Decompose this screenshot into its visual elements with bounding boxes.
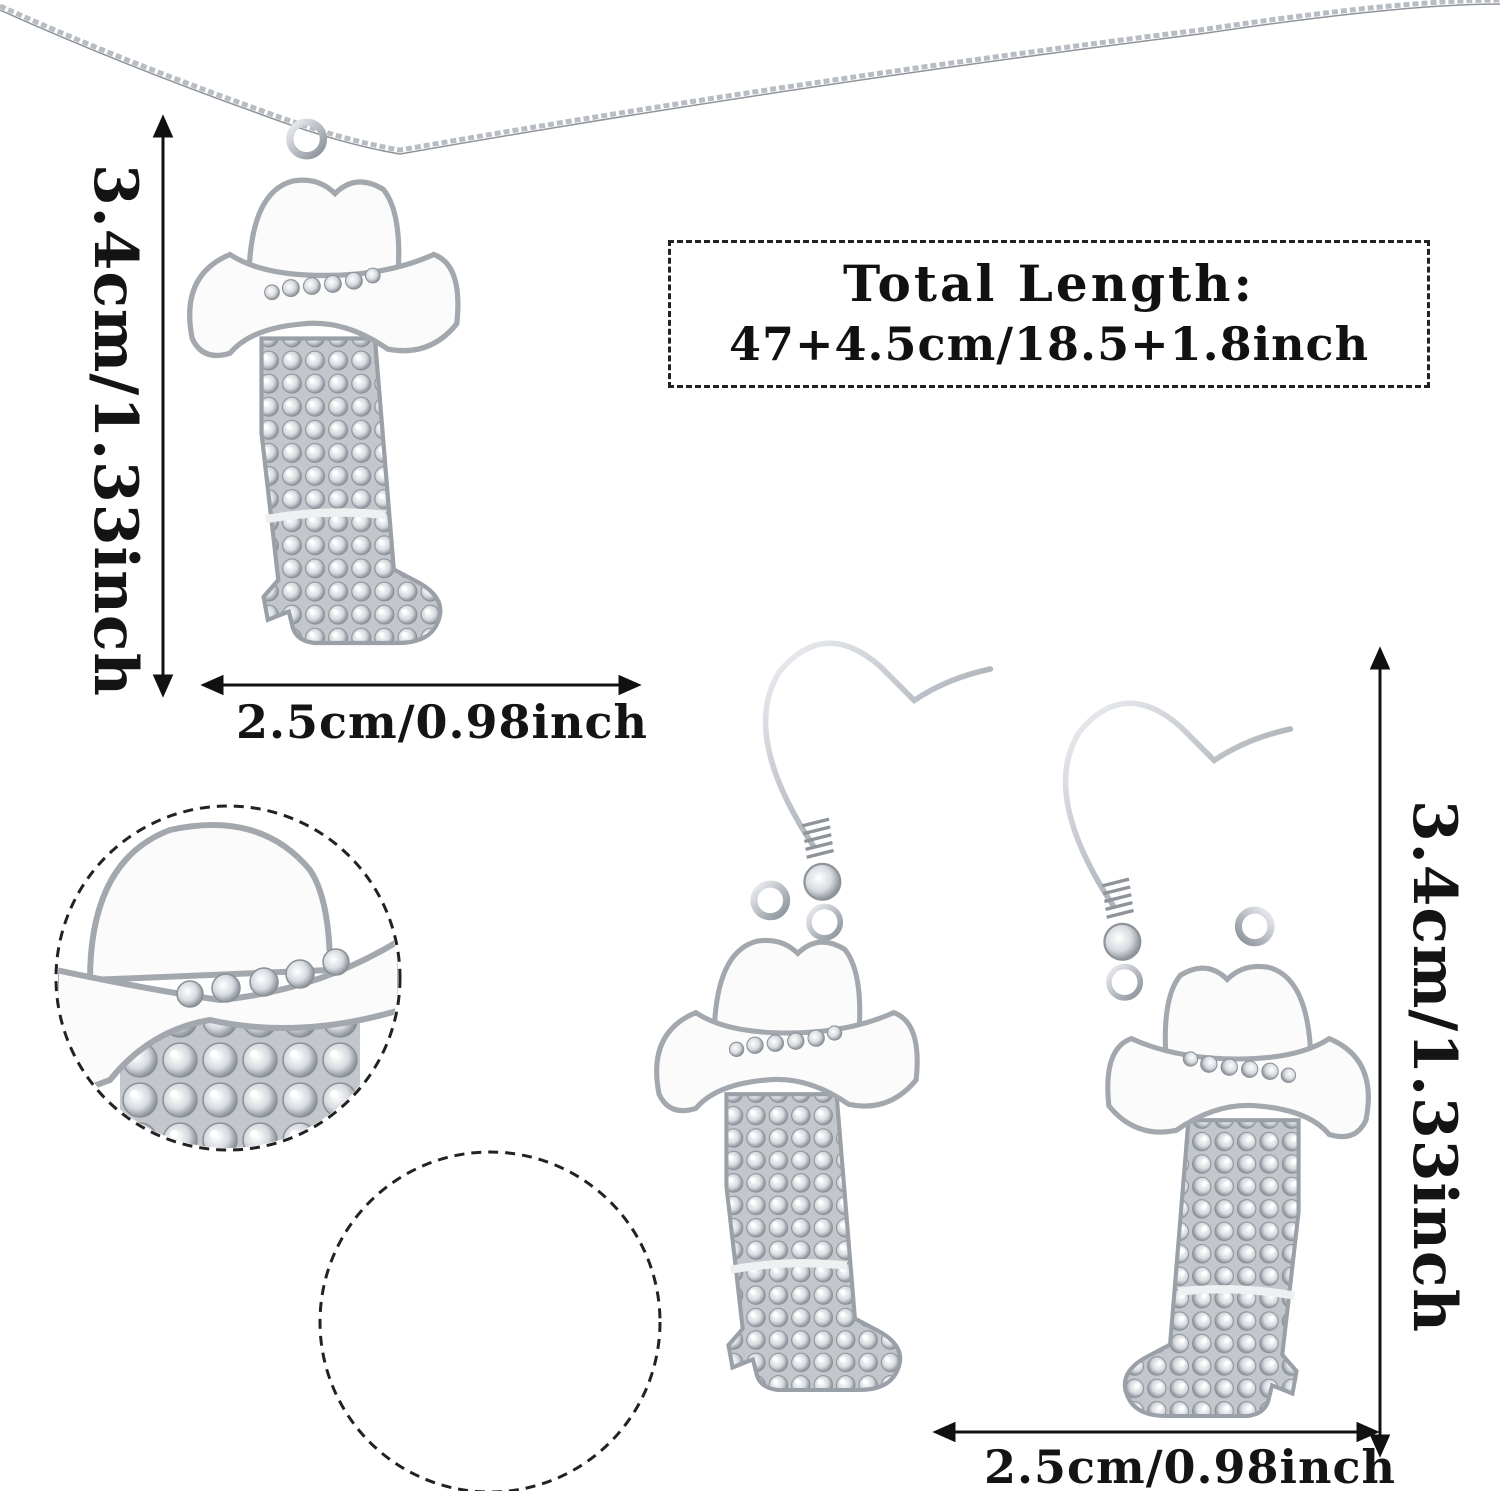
earring-right (1066, 703, 1369, 1416)
total-length-title: Total Length: (843, 254, 1255, 313)
cowboy-boot-pendant-icon (190, 122, 458, 643)
necklace-height-arrow (152, 114, 174, 698)
necklace-height-label: 3.4cm/1.33inch (80, 164, 150, 698)
earring-left (657, 643, 991, 1390)
total-length-box: Total Length: 47+4.5cm/18.5+1.8inch (668, 240, 1430, 388)
necklace-chain-icon (0, 0, 1500, 153)
earring-height-label: 3.4cm/1.33inch (1399, 800, 1469, 1334)
necklace-width-arrow (200, 674, 642, 696)
necklace-width-label: 2.5cm/0.98inch (236, 695, 648, 749)
total-length-value: 47+4.5cm/18.5+1.8inch (728, 317, 1370, 371)
earring-width-label: 2.5cm/0.98inch (984, 1440, 1396, 1494)
cowboy-hat-icon (58, 808, 398, 1148)
earring-width-arrow (932, 1421, 1380, 1443)
earring-height-arrow (1369, 646, 1391, 1458)
hook-detail-circle (318, 1150, 662, 1491)
